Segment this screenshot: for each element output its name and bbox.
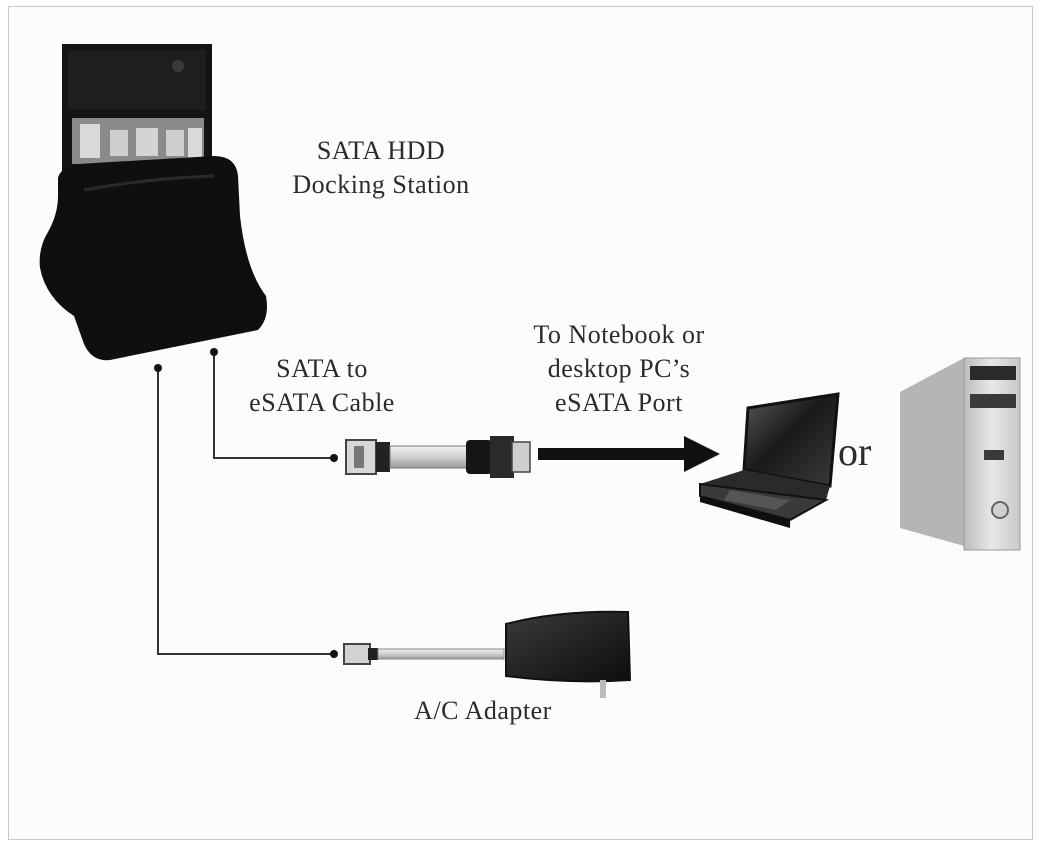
cable-body (389, 445, 469, 469)
power-connection-line (157, 368, 334, 655)
laptop-base-edge (700, 496, 790, 528)
esata-plug-boot (466, 440, 492, 474)
hard-drive-pin (110, 130, 128, 156)
docking-station-label-line1: SATA HDD (316, 136, 446, 165)
laptop-icon (699, 392, 840, 528)
or-label: or (838, 429, 872, 474)
ac-adapter-label: A/C Adapter (414, 696, 552, 725)
dc-plug-grip (368, 648, 378, 660)
sata-plug-contact (354, 446, 364, 468)
laptop-screen (742, 392, 840, 488)
power-port-dot (154, 364, 162, 372)
hard-drive-label (68, 50, 206, 110)
docking-station-icon (39, 44, 267, 361)
hard-drive-pin (80, 124, 100, 158)
tower-side (900, 358, 964, 546)
esata-cable-label: SATA to eSATA Cable (228, 352, 416, 420)
esata-cable-end-dot (330, 454, 338, 462)
esata-cable-icon (345, 436, 531, 478)
connection-lines (157, 352, 334, 655)
esata-port-dot (210, 348, 218, 356)
hard-drive-pin (136, 128, 158, 156)
adapter-brick (505, 610, 632, 683)
pc-port-label-line2: desktop PC’s (547, 354, 691, 383)
laptop-hinge (700, 470, 830, 500)
arrow-head (684, 436, 720, 472)
dock-base (39, 156, 267, 361)
arrow-to-pc-icon (538, 436, 720, 472)
dock-highlight (83, 174, 215, 192)
dc-plug (343, 643, 371, 665)
adapter-cord (377, 648, 505, 660)
esata-connection-line (213, 352, 334, 459)
hard-drive-pin (166, 130, 184, 156)
esata-cable-label-line1: SATA to (276, 354, 368, 383)
docking-station-label: SATA HDD Docking Station (258, 134, 504, 202)
pc-port-label-line3: eSATA Port (555, 388, 683, 417)
docking-station-label-line2: Docking Station (292, 170, 470, 199)
pc-port-label-line1: To Notebook or (533, 320, 705, 349)
esata-plug-tip (511, 441, 531, 473)
tower-power-button (991, 501, 1009, 519)
desktop-tower-icon (900, 357, 1021, 551)
tower-drive-bay-2 (970, 394, 1016, 408)
power-cable-end-dot (330, 650, 338, 658)
tower-drive-bay-1 (970, 366, 1016, 380)
esata-cable-label-line2: eSATA Cable (249, 388, 395, 417)
tower-floppy-slot (984, 450, 1004, 460)
laptop-touchpad (724, 490, 790, 510)
pc-port-label: To Notebook or desktop PC’s eSATA Port (505, 318, 733, 420)
esata-plug-head (490, 436, 514, 478)
arrow-shaft (538, 448, 688, 460)
sata-plug-grip (376, 442, 390, 472)
ac-adapter-icon (343, 610, 632, 698)
hard-drive-screw (172, 60, 184, 72)
hard-drive-pin (188, 128, 202, 158)
adapter-prong (600, 680, 606, 698)
